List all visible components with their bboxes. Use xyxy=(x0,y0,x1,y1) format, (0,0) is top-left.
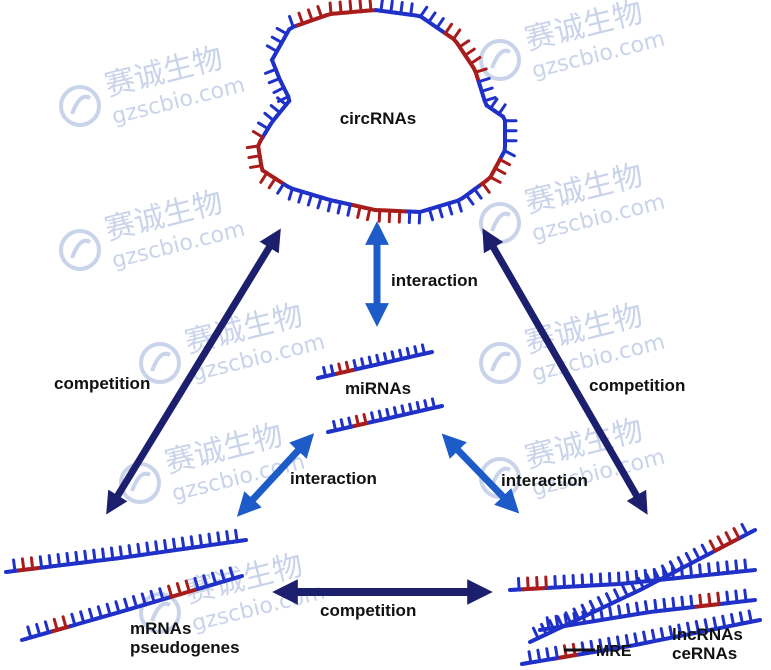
label-interaction-left: interaction xyxy=(290,469,377,488)
label-competition-left: competition xyxy=(54,374,150,393)
label-mirnas: miRNAs xyxy=(345,379,411,398)
mirna-strand-2 xyxy=(326,397,444,434)
label-interaction-right: interaction xyxy=(501,471,588,490)
label-mrnas: mRNAs xyxy=(130,619,191,638)
label-lncrnas: lncRNAs xyxy=(672,625,743,644)
mrna-strand-2 xyxy=(20,566,244,642)
label-mre: MRE xyxy=(596,643,632,660)
rna-strands xyxy=(4,343,762,666)
lncrna-strand-1 xyxy=(508,558,757,592)
circrna-strand xyxy=(245,0,518,225)
arrows xyxy=(106,221,648,652)
lncrna-strand-3 xyxy=(538,588,757,632)
label-circrnas: circRNAs xyxy=(340,109,417,128)
label-cernas: ceRNAs xyxy=(672,644,737,663)
label-pseudogenes: pseudogenes xyxy=(130,638,240,657)
label-competition-bottom: competition xyxy=(320,601,416,620)
label-competition-right: competition xyxy=(589,376,685,395)
mirna-strand-1 xyxy=(316,343,434,380)
interaction-arrow-left xyxy=(236,433,315,517)
mrna-strand-1 xyxy=(4,528,248,574)
competition-arrow-left xyxy=(106,228,281,515)
circrna-loop xyxy=(245,0,518,225)
label-interaction-top: interaction xyxy=(391,271,478,290)
interaction-arrow-right xyxy=(441,433,520,514)
competition-arrow-right xyxy=(482,228,648,515)
